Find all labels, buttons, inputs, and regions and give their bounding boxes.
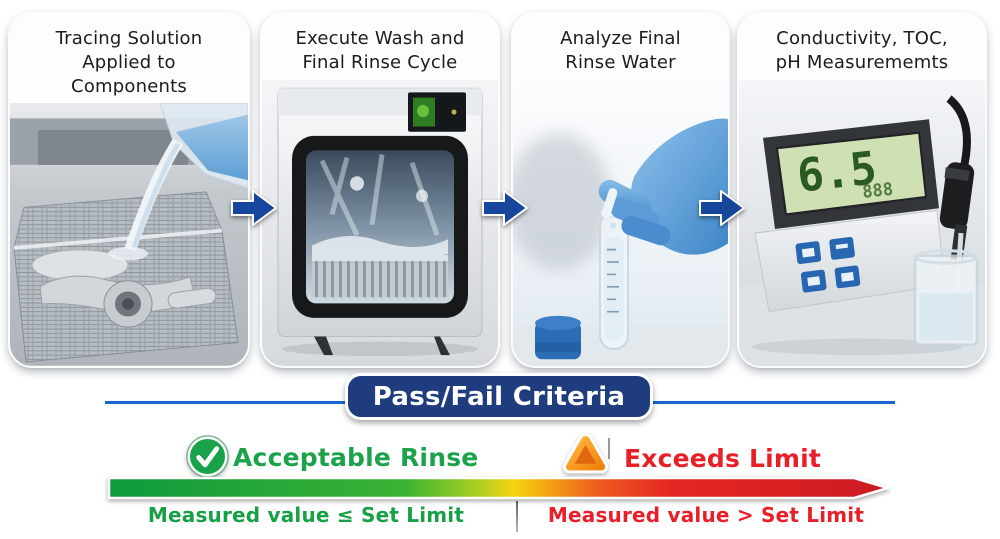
step-title: Tracing Solution Applied to Components — [55, 28, 203, 97]
step-title: Execute Wash and Final Rinse Cycle — [295, 28, 465, 73]
step-card-wash-cycle: Execute Wash and Final Rinse Cycle — [262, 14, 498, 366]
step-title: Conductivity, TOC, pH Measurememts — [775, 28, 949, 73]
step-card-tracing-solution: Tracing Solution Applied to Components — [10, 14, 248, 366]
meter-illustration: 6.5 888 — [739, 79, 985, 366]
sampling-illustration — [513, 79, 728, 366]
scale-midpoint-tick — [516, 501, 518, 532]
flow-arrow-icon — [482, 190, 528, 226]
pass-rule-text: Measured value ≤ Set Limit — [147, 503, 465, 527]
legend-divider-tick — [608, 438, 610, 459]
flow-arrow-icon — [231, 190, 277, 226]
washer-disinfector-photo — [262, 79, 498, 366]
pass-fail-gradient-scale — [107, 476, 890, 500]
lcd-secondary-digits: 888 — [861, 179, 894, 203]
rinse-water-sampling-photo — [513, 79, 728, 366]
components-tray-photo — [10, 103, 248, 366]
checkmark-icon — [186, 435, 229, 478]
washer-illustration — [262, 79, 498, 366]
warning-icon — [562, 433, 609, 474]
pass-fail-banner: Pass/Fail Criteria — [345, 373, 653, 420]
step-title: Analyze Final Rinse Water — [560, 28, 681, 73]
keypad-buttons — [795, 236, 861, 293]
exceeds-limit-label: Exceeds Limit — [624, 444, 822, 473]
step-card-analyze-rinse-water: Analyze Final Rinse Water — [513, 14, 728, 366]
ph-meter-photo: 6.5 888 — [739, 79, 985, 366]
acceptable-rinse-label: Acceptable Rinse — [233, 443, 479, 472]
flow-arrow-icon — [699, 190, 745, 226]
components-tray-illustration — [10, 103, 248, 366]
step-card-measurements: Conductivity, TOC, pH Measurememts — [739, 14, 985, 366]
fail-rule-text: Measured value > Set Limit — [547, 503, 865, 527]
lcd-reading: 6.5 — [795, 140, 879, 202]
